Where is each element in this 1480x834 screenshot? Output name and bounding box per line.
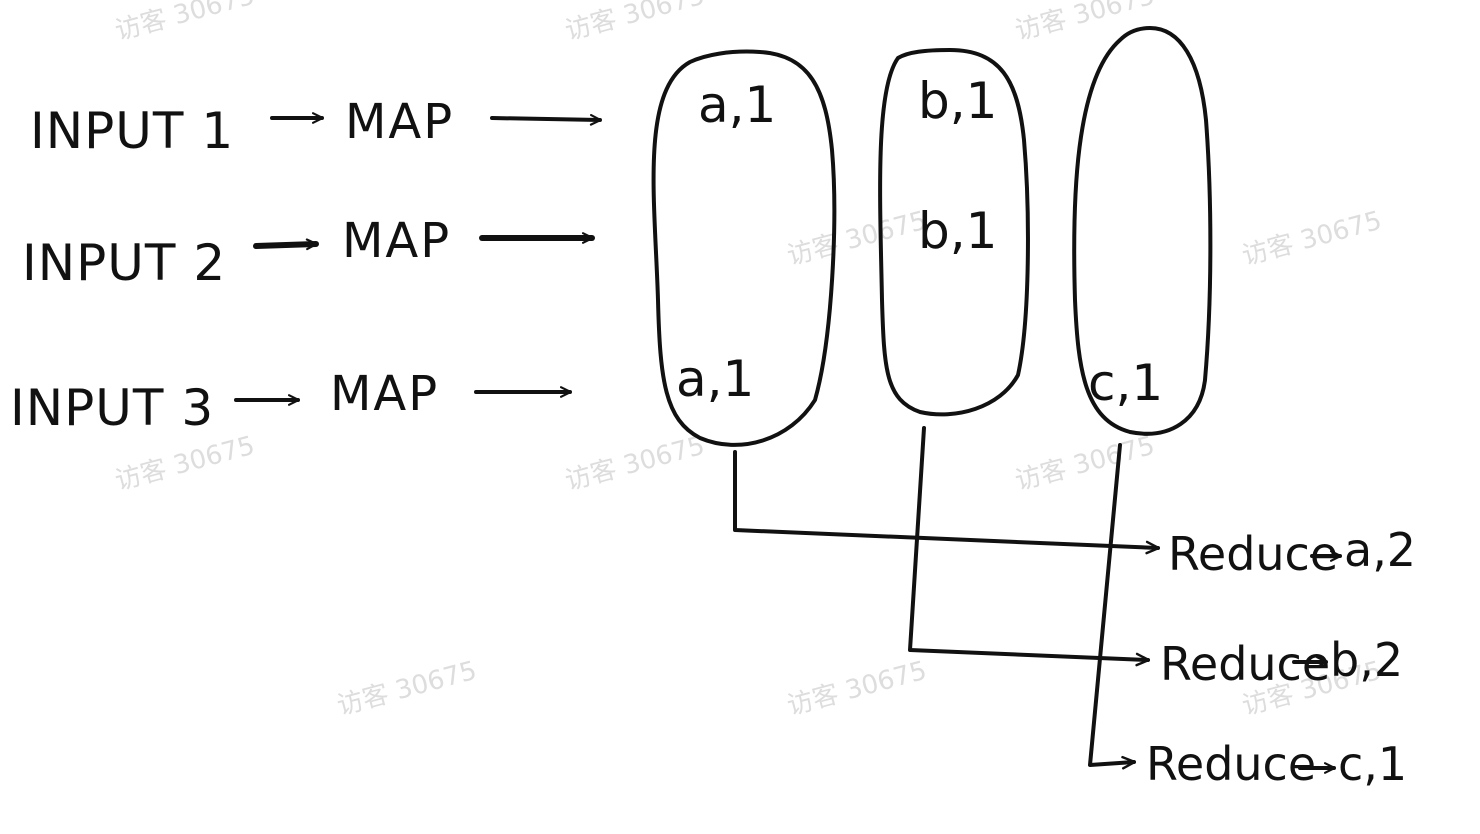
pair-label: a,1 bbox=[676, 350, 754, 408]
reduce-label: Reduce bbox=[1146, 737, 1316, 791]
input-label: INPUT 2 bbox=[22, 234, 226, 292]
pair-label: b,1 bbox=[918, 72, 997, 130]
watermark: 访客 30675 bbox=[112, 0, 258, 47]
key-group-a: a,1 a,1 bbox=[651, 49, 837, 447]
shuffle-connectors bbox=[733, 426, 1160, 770]
watermark: 访客 30675 bbox=[1012, 0, 1158, 47]
group-outline bbox=[651, 49, 837, 447]
input-row-3: INPUT 3 MAP bbox=[10, 366, 572, 437]
map-label: MAP bbox=[345, 94, 454, 150]
watermark: 访客 30675 bbox=[784, 206, 930, 272]
reducer-a: Reduce a,2 bbox=[1168, 523, 1416, 581]
reduce-label: Reduce bbox=[1168, 527, 1338, 581]
watermark: 访客 30675 bbox=[334, 656, 480, 722]
reducer-b: Reduce b,2 bbox=[1160, 633, 1403, 691]
watermark: 访客 30675 bbox=[1239, 206, 1385, 272]
reducer-c: Reduce c,1 bbox=[1146, 737, 1407, 791]
watermark: 访客 30675 bbox=[112, 431, 258, 497]
input-label: INPUT 1 bbox=[30, 102, 234, 160]
map-label: MAP bbox=[330, 366, 439, 422]
input-row-1: INPUT 1 MAP bbox=[30, 94, 602, 160]
reduce-result: c,1 bbox=[1338, 737, 1407, 791]
group-outline bbox=[878, 48, 1030, 417]
pair-label: a,1 bbox=[698, 76, 776, 134]
input-to-map-arrow bbox=[253, 238, 319, 251]
connector-b-to-reduce bbox=[908, 426, 1150, 667]
map-to-group-arrow bbox=[490, 113, 602, 126]
group-outline bbox=[1072, 26, 1213, 436]
key-group-b: b,1 b,1 bbox=[878, 48, 1030, 417]
watermark: 访客 30675 bbox=[784, 656, 930, 722]
input-label: INPUT 3 bbox=[10, 379, 214, 437]
reduce-result: b,2 bbox=[1330, 633, 1403, 687]
pair-label: c,1 bbox=[1088, 354, 1163, 412]
connector-a-to-reduce bbox=[733, 450, 1160, 555]
watermark: 访客 30675 bbox=[562, 0, 708, 47]
connector-c-to-reduce bbox=[1088, 443, 1136, 770]
pair-label: b,1 bbox=[918, 202, 997, 260]
reduce-result: a,2 bbox=[1344, 523, 1416, 577]
map-label: MAP bbox=[342, 213, 451, 269]
input-row-2: INPUT 2 MAP bbox=[22, 213, 595, 292]
watermark: 访客 30675 bbox=[1012, 431, 1158, 497]
watermark: 访客 30675 bbox=[562, 431, 708, 497]
key-group-c: c,1 bbox=[1072, 26, 1213, 436]
